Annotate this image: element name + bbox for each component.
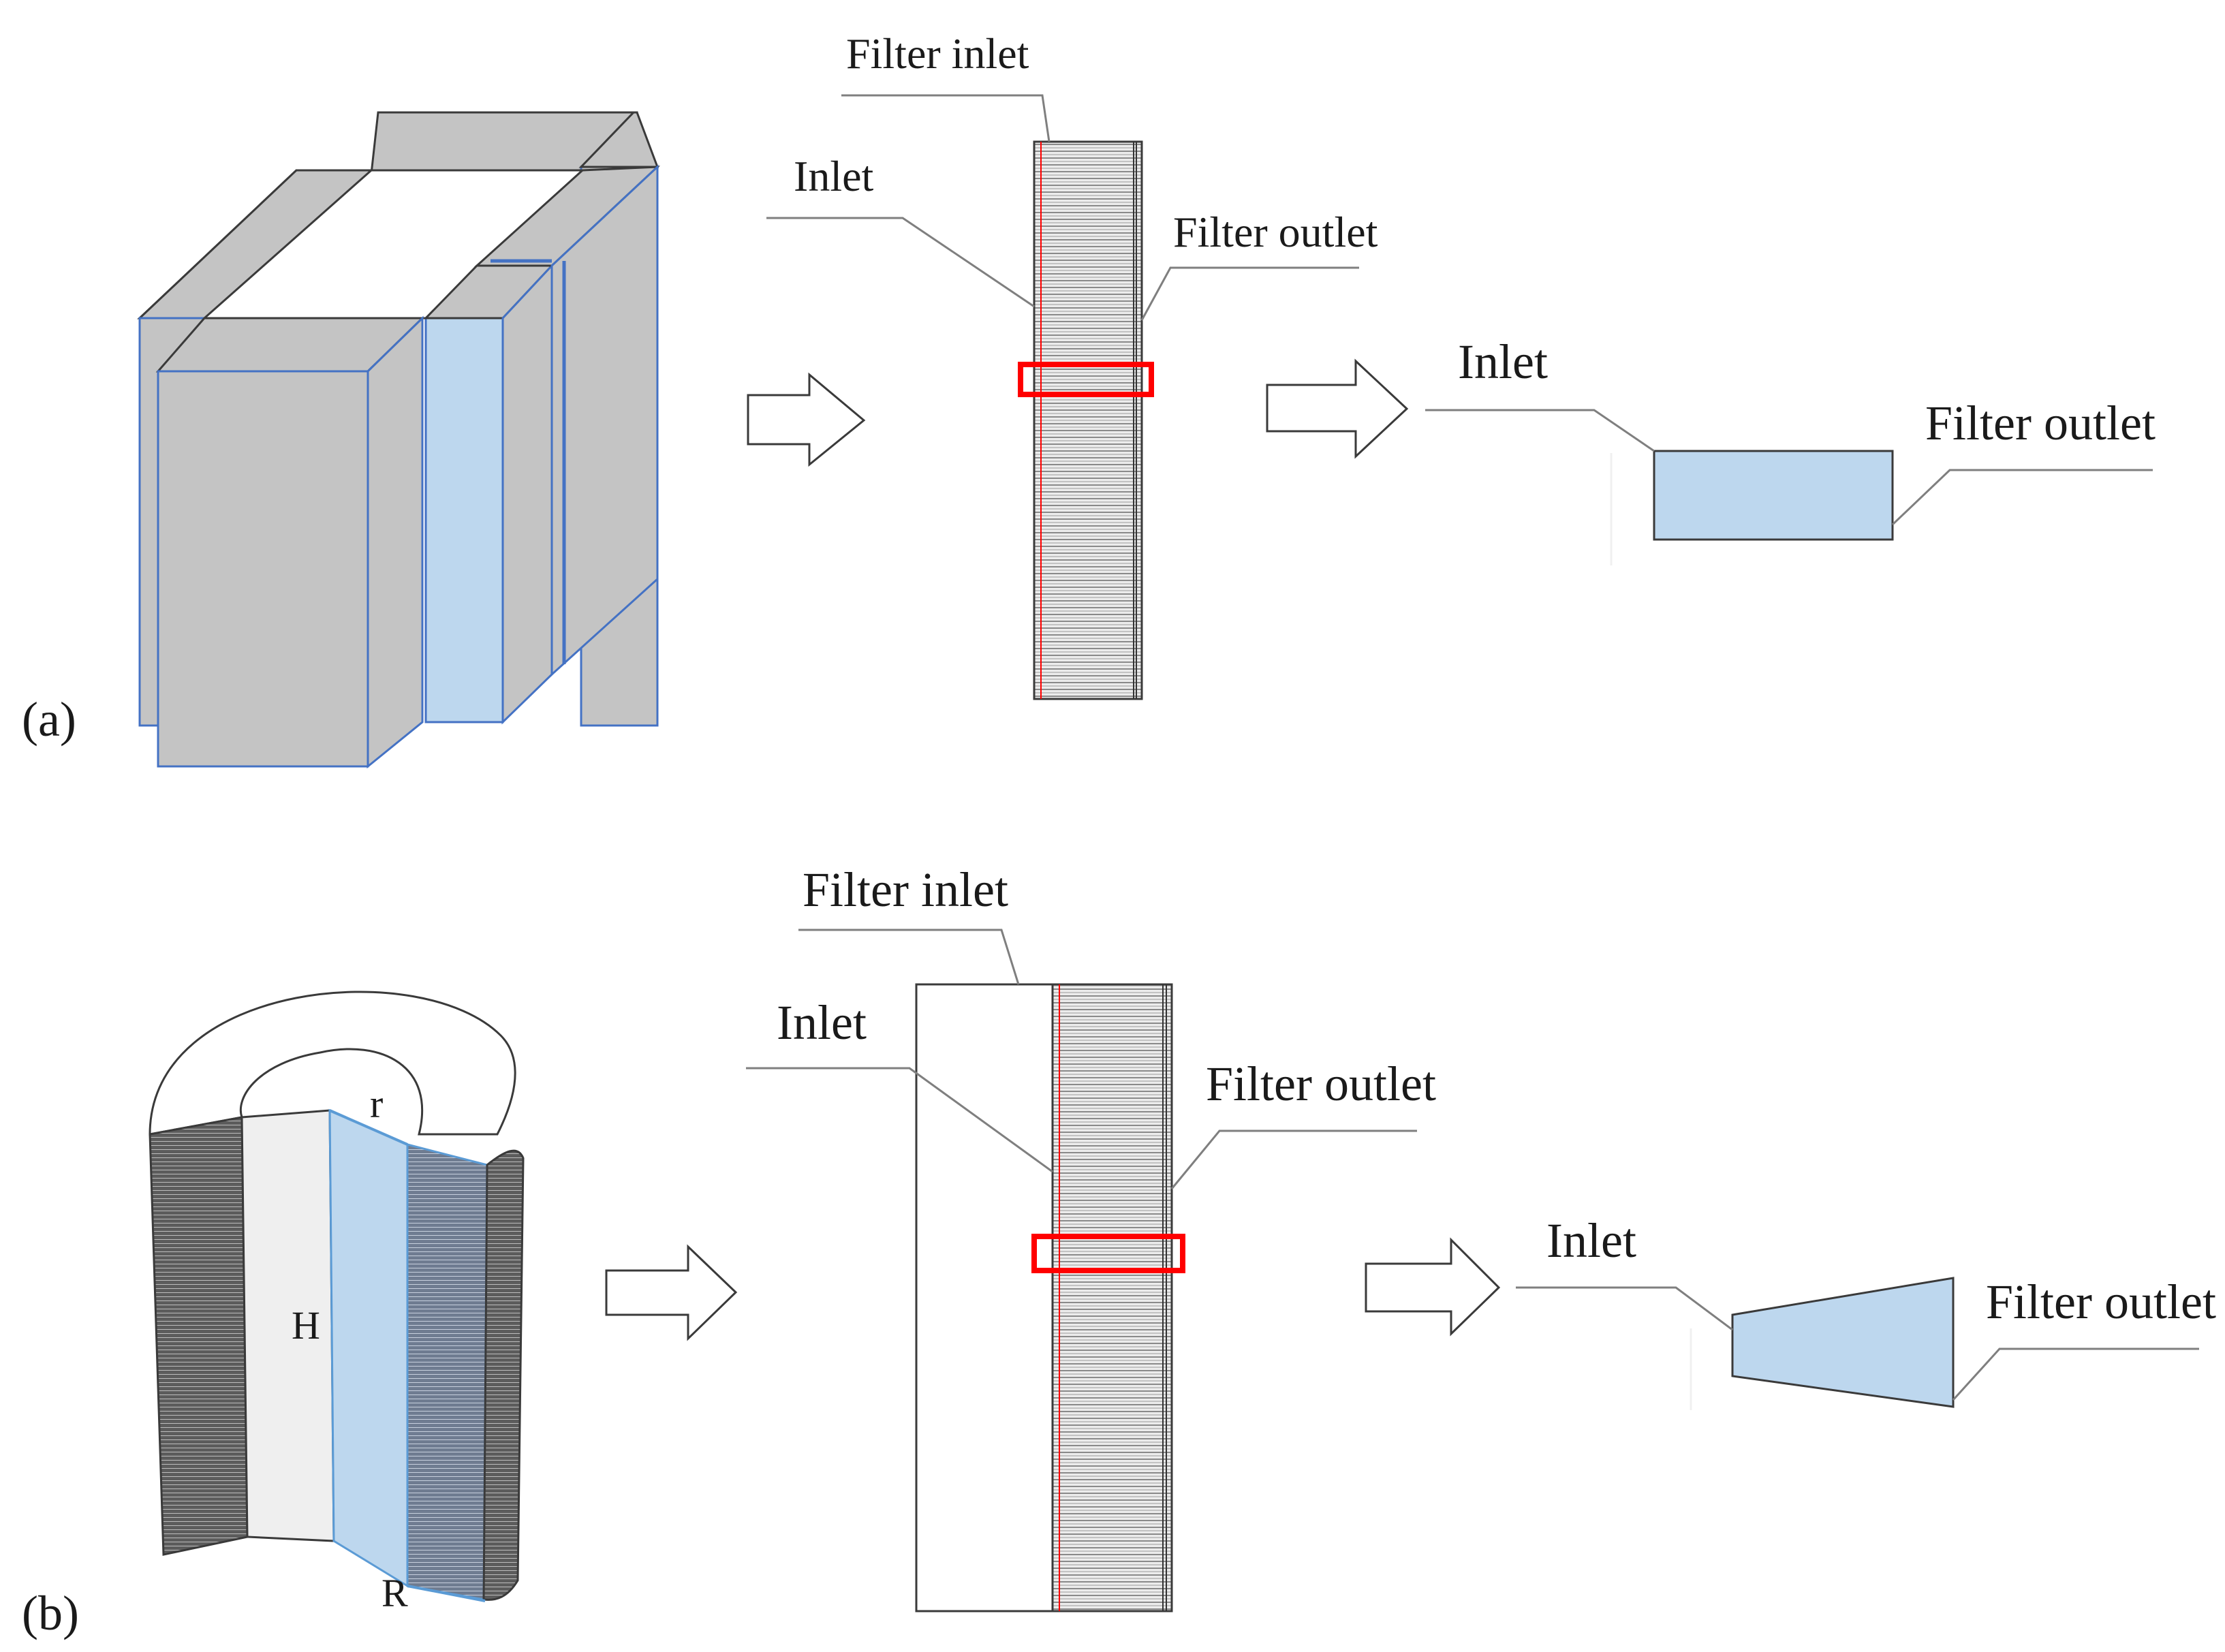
right-arrow-icon — [605, 1244, 738, 1341]
cylinder-r-label: r — [370, 1082, 383, 1126]
element-a-filter-outlet-label: Filter outlet — [1925, 396, 2156, 450]
strip-a-filter-outlet-label: Filter outlet — [1173, 208, 1378, 256]
right-arrow-icon — [1365, 1237, 1501, 1337]
pleat-strip-b — [915, 983, 1185, 1612]
right-arrow-icon — [747, 372, 866, 467]
zoom-marker — [1018, 362, 1154, 397]
element-a-inlet-label: Inlet — [1458, 334, 1548, 389]
cylinder-r-outer-label: R — [382, 1571, 408, 1615]
panel-a-tag: (a) — [22, 692, 76, 747]
element-b-inlet-label: Inlet — [1546, 1213, 1636, 1268]
cylinder-h-label: H — [292, 1303, 320, 1347]
panel-b: r H R (b) Filter inlet Inlet Filter outl… — [22, 862, 2216, 1640]
zoom-marker — [1031, 1234, 1185, 1273]
pleat-strip-a — [1018, 140, 1154, 700]
strip-a-inlet-label: Inlet — [794, 152, 874, 200]
strip-b-filter-outlet-label: Filter outlet — [1206, 1057, 1436, 1111]
panel-b-tag: (b) — [22, 1586, 79, 1640]
strip-b-inlet-label: Inlet — [777, 995, 867, 1050]
right-arrow-icon — [1266, 358, 1409, 459]
filter-element-b — [1731, 1277, 1955, 1408]
element-b-filter-outlet-label: Filter outlet — [1986, 1275, 2216, 1329]
strip-a-filter-inlet-label: Filter inlet — [846, 29, 1029, 78]
filter-element-a — [1653, 450, 1894, 541]
strip-b-filter-inlet-label: Filter inlet — [803, 862, 1008, 917]
pleated-box-3d — [137, 111, 660, 769]
panel-a: (a) Filter inlet Inlet Filter outlet Inl… — [22, 29, 2156, 769]
pleated-cylinder-3d — [149, 991, 525, 1602]
